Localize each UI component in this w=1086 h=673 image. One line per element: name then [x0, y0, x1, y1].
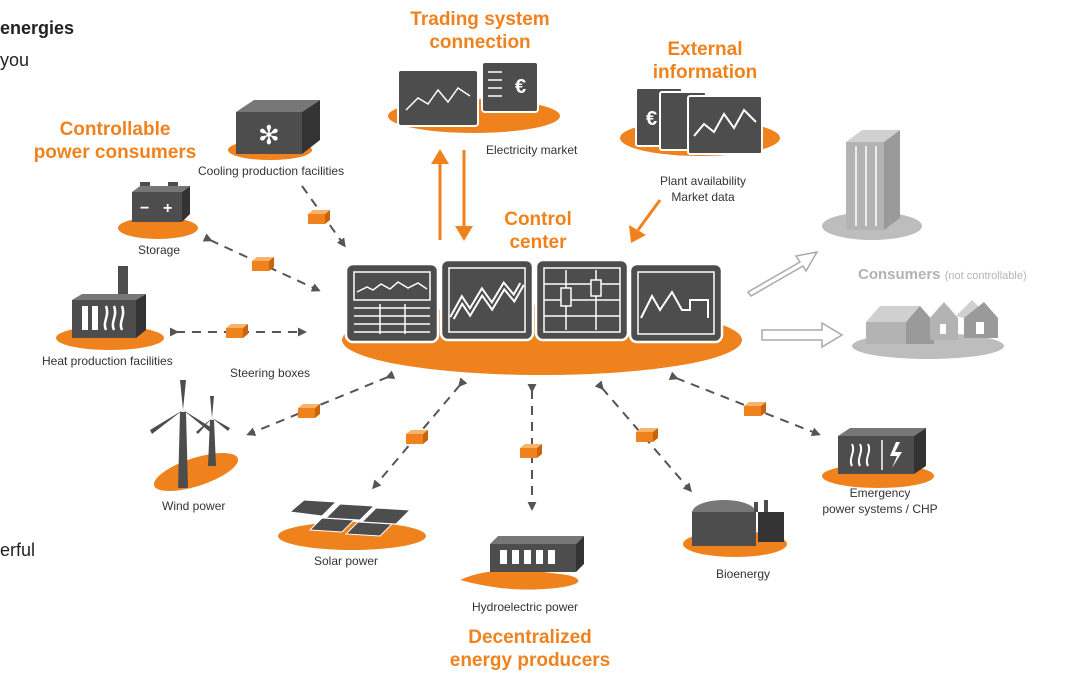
controllable-consumers-heading: Controllable power consumers — [33, 119, 197, 163]
wind-power-label: Wind power — [162, 499, 226, 513]
emergency-label: Emergency — [849, 486, 911, 500]
control-center-icon — [342, 258, 742, 375]
heat-facilities-label: Heat production facilities — [42, 354, 173, 368]
consumer-arrows — [746, 250, 844, 349]
steering-box — [308, 210, 330, 224]
minus-icon: − — [140, 200, 149, 217]
steering-box — [252, 257, 274, 271]
wind-turbine-icon — [150, 380, 239, 492]
storage-label: Storage — [138, 243, 181, 257]
steering-box — [744, 402, 766, 416]
steering-box — [636, 428, 658, 442]
decentralized-producers-heading: Decentralized energy producers — [449, 627, 611, 671]
plant-availability-label: Plant availability — [659, 174, 747, 188]
steering-box — [406, 430, 428, 444]
plus-icon: + — [163, 200, 172, 217]
storage-battery-icon: − + — [118, 182, 198, 239]
heat-facility-icon — [56, 266, 164, 350]
cutoff-text-fragment: you — [0, 50, 30, 70]
external-information-icon: € — [620, 87, 780, 156]
euro-icon: € — [515, 76, 526, 98]
bioenergy-plant-icon — [683, 500, 787, 557]
steering-box — [298, 404, 320, 418]
market-data-label: Market data — [671, 190, 735, 204]
trading-arrows — [431, 149, 662, 243]
snowflake-icon: ✻ — [258, 121, 280, 151]
emergency-chp-icon — [822, 428, 934, 488]
consumers-label: Consumers (not controllable) — [858, 266, 1027, 283]
steering-boxes-label: Steering boxes — [230, 366, 311, 380]
consumer-buildings-icon — [822, 130, 922, 240]
steering-box — [520, 444, 542, 458]
cutoff-heading-fragment: energies — [0, 18, 75, 38]
steering-box — [226, 324, 248, 338]
control-center-heading: Control center — [504, 209, 572, 253]
consumers-note: (not controllable) — [944, 270, 1027, 282]
emergency-chp-label: power systems / CHP — [822, 502, 938, 516]
cooling-facilities-label: Cooling production facilities — [198, 164, 345, 178]
hydroelectric-dam-icon — [460, 536, 584, 590]
trading-system-heading: Trading system connection — [410, 9, 550, 53]
electricity-market-label: Electricity market — [486, 143, 578, 157]
cooling-facility-icon: ✻ — [228, 100, 320, 160]
consumer-houses-icon — [852, 300, 1004, 359]
external-information-heading: External information — [652, 39, 758, 83]
euro-icon: € — [646, 108, 657, 130]
bioenergy-label: Bioenergy — [716, 567, 771, 581]
arrow-storage — [202, 233, 321, 292]
solar-panel-icon — [278, 499, 426, 550]
trading-system-icon: € — [388, 61, 560, 133]
solar-power-label: Solar power — [314, 554, 379, 568]
hydroelectric-power-label: Hydroelectric power — [472, 600, 579, 614]
cutoff-text-fragment-bottom: erful — [0, 540, 36, 560]
